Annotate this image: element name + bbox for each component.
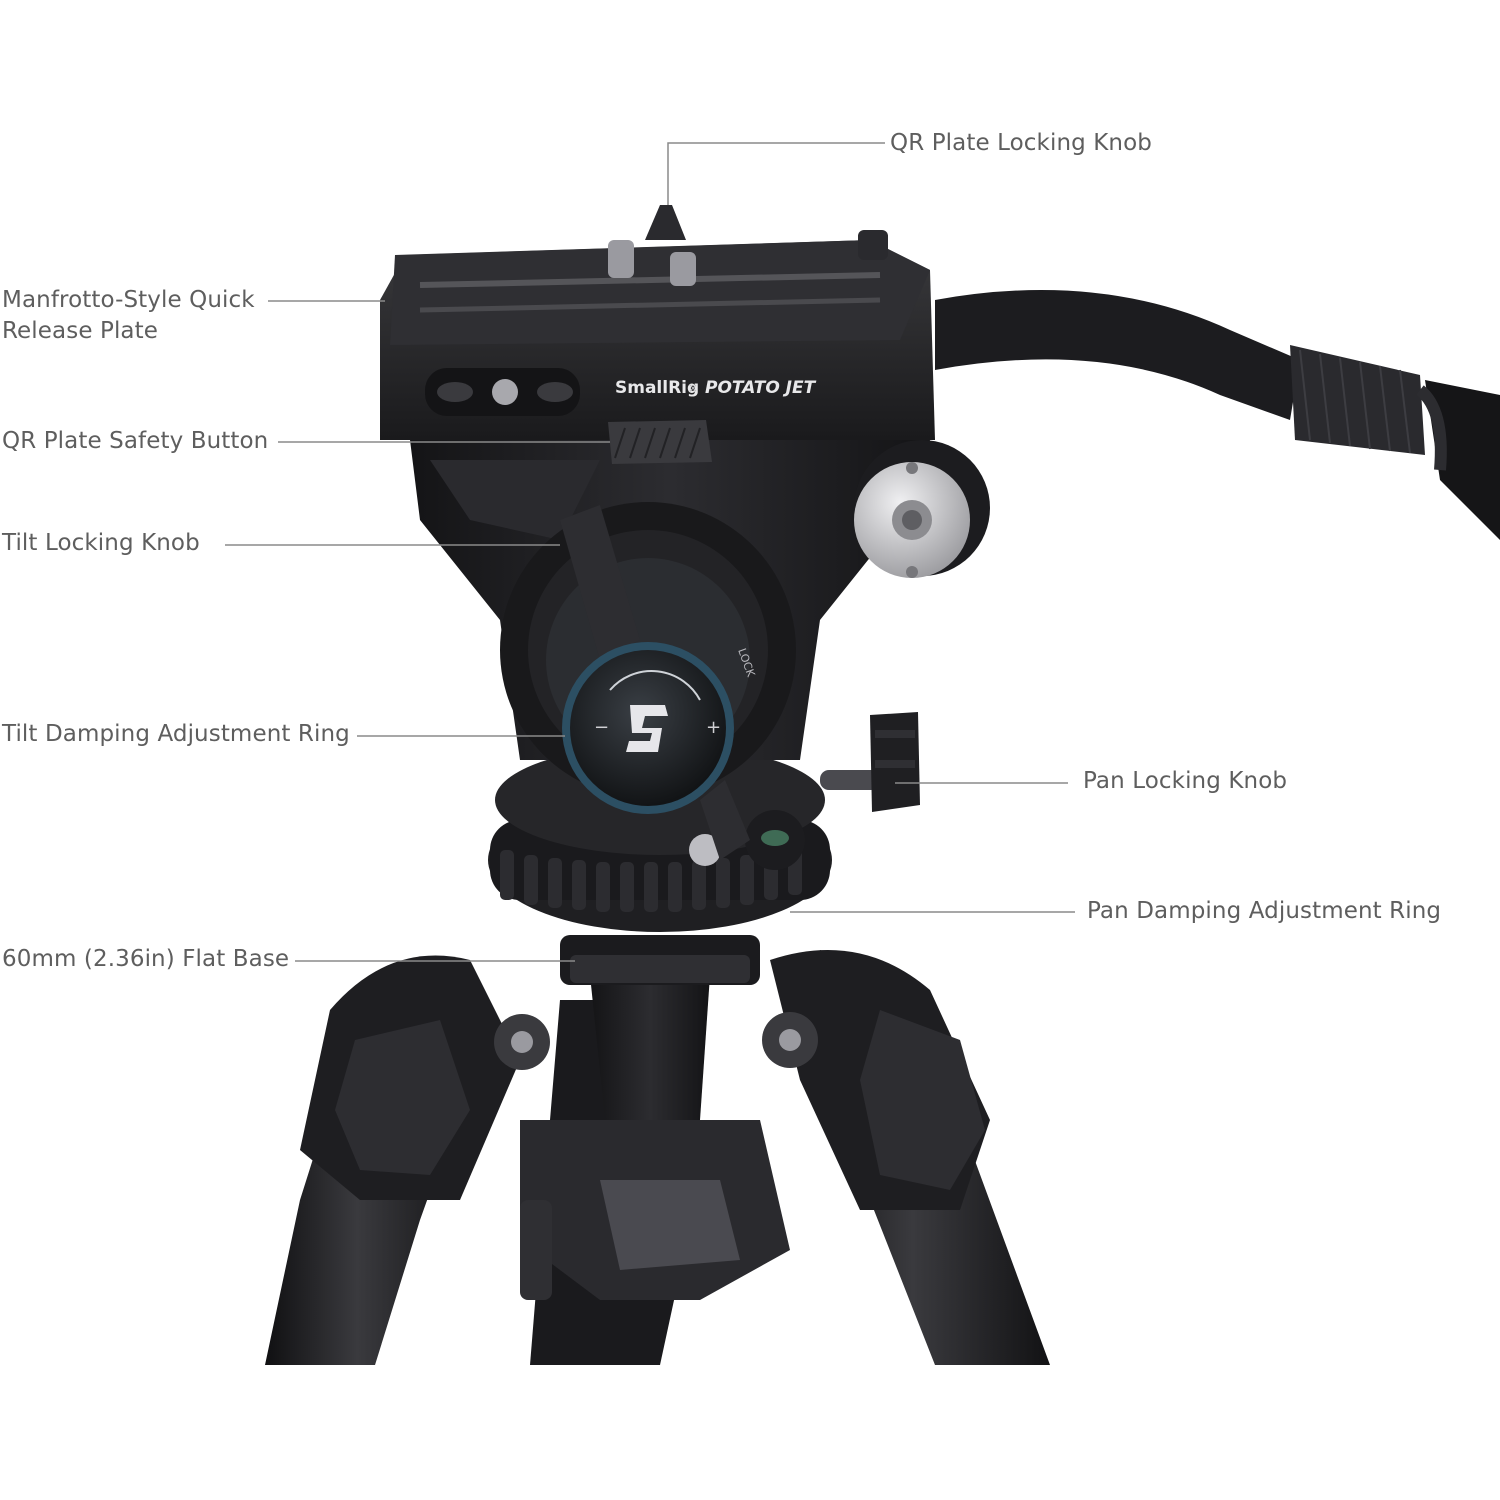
- callout-text: Pan Damping Adjustment Ring: [1087, 898, 1442, 924]
- callout-text: Pan Locking Knob: [1083, 768, 1288, 794]
- callout-flat-base: 60mm (2.36in) Flat Base: [2, 944, 289, 975]
- callout-text: QR Plate Safety Button: [2, 428, 269, 454]
- callout-tilt-damping-adjustment-ring: Tilt Damping Adjustment Ring: [2, 719, 350, 750]
- callout-qr-plate-locking-knob: QR Plate Locking Knob: [890, 128, 1152, 159]
- dial-minus-label: −: [594, 717, 609, 738]
- brand-separator: ×: [688, 381, 698, 395]
- callout-pan-damping-adjustment-ring: Pan Damping Adjustment Ring: [1087, 896, 1441, 927]
- callout-text-line2: Release Plate: [2, 318, 158, 344]
- callout-pan-locking-knob: Pan Locking Knob: [1083, 766, 1287, 797]
- callout-qr-plate-safety-button: QR Plate Safety Button: [2, 426, 268, 457]
- callout-manfrotto-quick-release-plate: Manfrotto-Style Quick Release Plate: [2, 285, 255, 347]
- leader-lines: [225, 142, 1075, 962]
- potato-jet-logo-text: POTATO JET: [705, 378, 817, 398]
- callout-text: Tilt Damping Adjustment Ring: [2, 721, 350, 747]
- callout-text-line1: Manfrotto-Style Quick: [2, 287, 255, 313]
- tripod-legs: [265, 950, 1050, 1365]
- smallrig-logo-text: SmallRig: [615, 378, 699, 398]
- leader-qr-plate-locking-knob: [667, 142, 885, 205]
- callout-text: Tilt Locking Knob: [2, 530, 200, 556]
- callout-text: 60mm (2.36in) Flat Base: [2, 946, 290, 972]
- pan-locking-knob: [820, 712, 920, 812]
- handle-mount-knob: [854, 440, 990, 578]
- dial-plus-label: +: [706, 717, 721, 738]
- quick-release-platform: SmallRig × POTATO JET: [380, 205, 935, 464]
- callout-text: QR Plate Locking Knob: [890, 130, 1152, 156]
- pan-handle: [935, 290, 1500, 540]
- callout-tilt-locking-knob: Tilt Locking Knob: [2, 528, 200, 559]
